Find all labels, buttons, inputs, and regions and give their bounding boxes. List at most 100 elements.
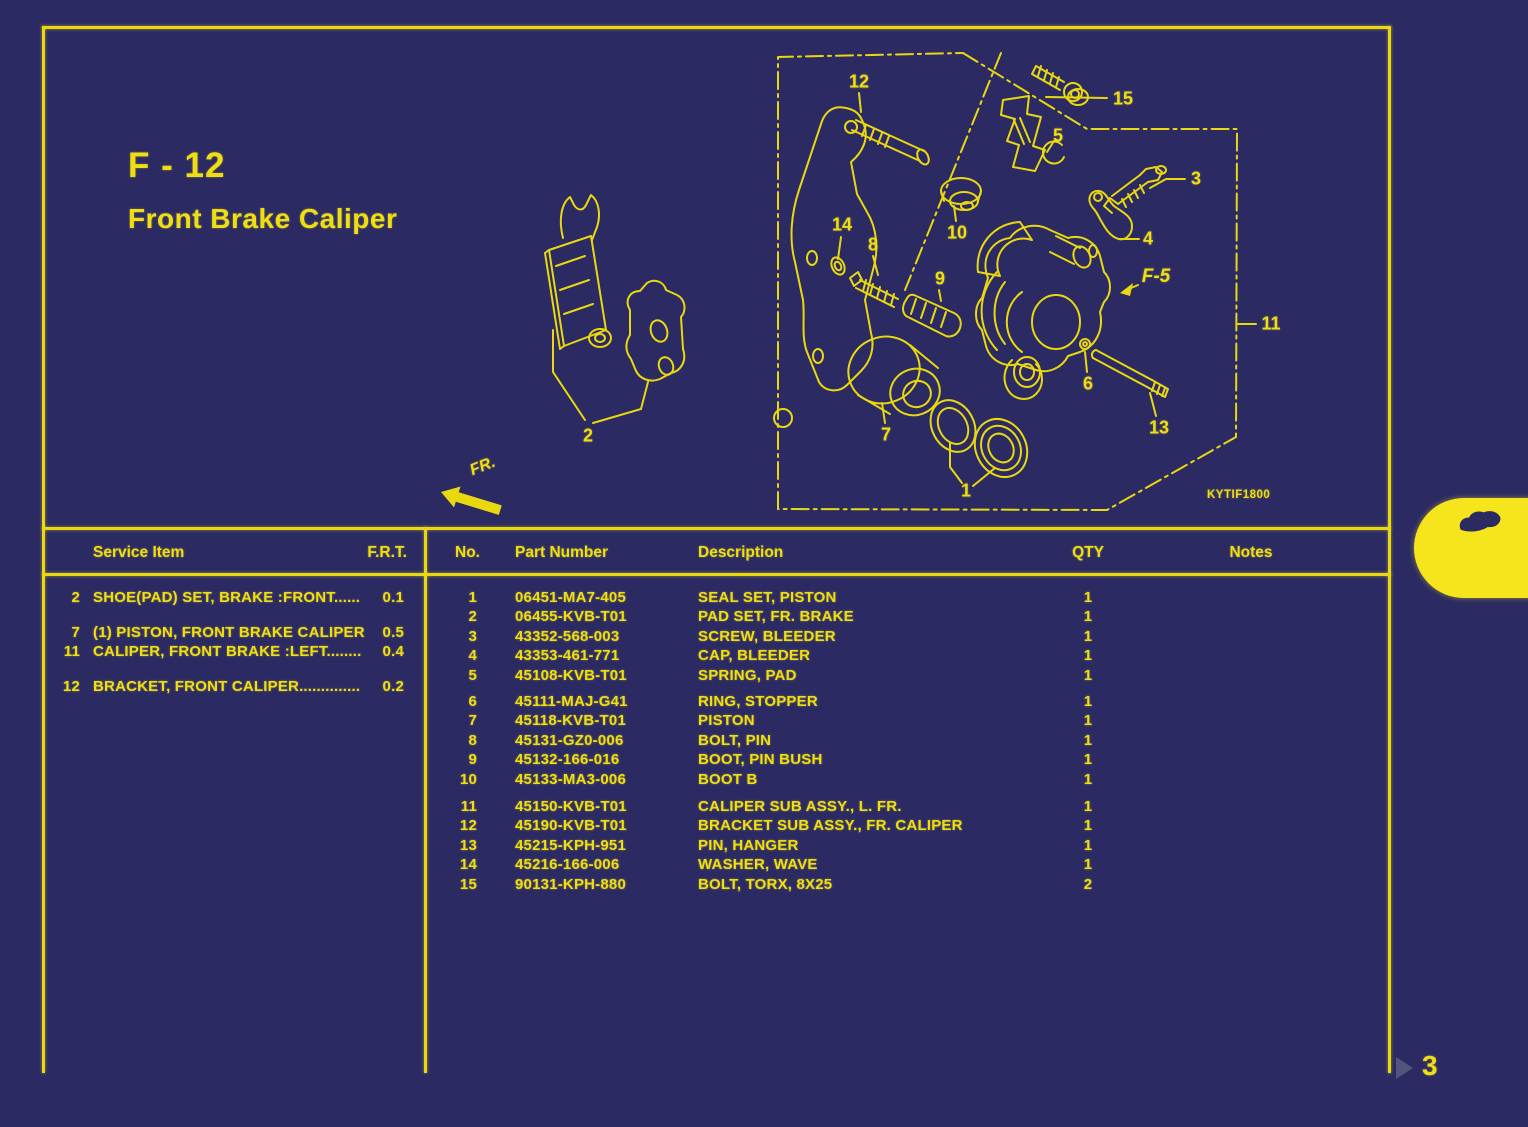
part-description: WASHER, WAVE xyxy=(698,856,818,873)
callout-10: 10 xyxy=(946,222,968,243)
page-title: Front Brake Caliper xyxy=(128,203,398,234)
part-number: 45131-GZ0-006 xyxy=(515,732,624,749)
part-description: PAD SET, FR. BRAKE xyxy=(698,608,854,625)
part-number: 06455-KVB-T01 xyxy=(515,608,627,625)
part-number: 90131-KPH-880 xyxy=(515,876,626,893)
part-number: 43352-568-003 xyxy=(515,628,620,645)
nav-pill-button[interactable] xyxy=(1414,498,1528,598)
part-no: 3 xyxy=(468,628,477,645)
callout-3: 3 xyxy=(1190,168,1202,189)
part-description: PISTON xyxy=(698,712,755,729)
parts-row: 2 06455-KVB-T01 PAD SET, FR. BRAKE 1 xyxy=(431,608,1387,627)
table-header-rule xyxy=(42,573,1391,576)
service-name: SHOE(PAD) SET, BRAKE :FRONT...... xyxy=(93,589,361,606)
callout-14: 14 xyxy=(831,214,853,235)
description-header: Description xyxy=(698,544,784,561)
service-table-header: Service Item F.R.T. xyxy=(42,544,428,563)
part-description: CALIPER SUB ASSY., L. FR. xyxy=(698,798,902,815)
f5-arrowhead xyxy=(1120,283,1133,296)
callout-7: 7 xyxy=(880,424,892,445)
part-no: 9 xyxy=(468,751,477,768)
part-no: 13 xyxy=(459,837,477,854)
no-header: No. xyxy=(455,544,480,561)
part-number: 45132-166-016 xyxy=(515,751,620,768)
part-no: 10 xyxy=(459,771,477,788)
part-qty: 1 xyxy=(1083,628,1093,645)
part-no: 12 xyxy=(459,817,477,834)
table-top-rule xyxy=(42,527,1391,530)
service-row: 12 BRACKET, FRONT CALIPER.............. … xyxy=(42,678,428,697)
table-divider xyxy=(424,527,427,1073)
part-number: 45215-KPH-951 xyxy=(515,837,626,854)
part-no: 14 xyxy=(459,856,477,873)
service-no: 2 xyxy=(71,589,80,606)
part-description: RING, STOPPER xyxy=(698,693,818,710)
part-description: BRACKET SUB ASSY., FR. CALIPER xyxy=(698,817,963,834)
frt-header: F.R.T. xyxy=(367,544,407,561)
part-description: BOOT B xyxy=(698,771,758,788)
callout-13: 13 xyxy=(1148,417,1170,438)
service-row: 7 (1) PISTON, FRONT BRAKE CALIPER 0.5 xyxy=(42,624,428,643)
part-qty: 1 xyxy=(1083,732,1093,749)
service-frt: 0.4 xyxy=(382,643,404,660)
notes-header: Notes xyxy=(1229,544,1273,561)
service-name: CALIPER, FRONT BRAKE :LEFT........ xyxy=(93,643,362,660)
part-description: BOLT, PIN xyxy=(698,732,772,749)
part-number: 45133-MA3-006 xyxy=(515,771,626,788)
part-description: SEAL SET, PISTON xyxy=(698,589,837,606)
part-no: 7 xyxy=(468,712,477,729)
page-border-top xyxy=(42,26,1391,29)
part-no: 6 xyxy=(468,693,477,710)
service-no: 7 xyxy=(71,624,80,641)
part-qty: 1 xyxy=(1083,608,1093,625)
service-frt: 0.2 xyxy=(382,678,404,695)
part-number: 45118-KVB-T01 xyxy=(515,712,626,729)
part-number: 45150-KVB-T01 xyxy=(515,798,627,815)
part-no: 1 xyxy=(468,589,477,606)
part-number: 45190-KVB-T01 xyxy=(515,817,627,834)
service-frt: 0.5 xyxy=(382,624,404,641)
callout-6: 6 xyxy=(1082,373,1094,394)
callout-5: 5 xyxy=(1052,125,1064,146)
part-qty: 1 xyxy=(1083,751,1093,768)
parts-row: 8 45131-GZ0-006 BOLT, PIN 1 xyxy=(431,732,1387,751)
service-frt: 0.1 xyxy=(382,589,404,606)
cursor-icon xyxy=(1459,511,1501,532)
ghost-triangle-icon xyxy=(1396,1057,1413,1079)
part-description: BOOT, PIN BUSH xyxy=(698,751,823,768)
part-no: 4 xyxy=(468,647,477,664)
part-qty: 1 xyxy=(1083,856,1093,873)
page-border-right xyxy=(1388,26,1391,1073)
callout-12: 12 xyxy=(848,71,870,92)
part-no: 5 xyxy=(468,667,477,684)
parts-row: 5 45108-KVB-T01 SPRING, PAD 1 xyxy=(431,667,1387,686)
part-qty: 1 xyxy=(1083,667,1093,684)
part-description: PIN, HANGER xyxy=(698,837,799,854)
part-qty: 1 xyxy=(1083,837,1093,854)
part-description: SCREW, BLEEDER xyxy=(698,628,836,645)
qty-header: QTY xyxy=(1072,544,1104,561)
front-direction-label: FR. xyxy=(467,453,498,480)
parts-row: 12 45190-KVB-T01 BRACKET SUB ASSY., FR. CA… xyxy=(431,817,1387,836)
service-no: 12 xyxy=(62,678,80,695)
part-qty: 1 xyxy=(1083,647,1093,664)
callout-11: 11 xyxy=(1261,313,1281,334)
part-no: 2 xyxy=(468,608,477,625)
part-number-header: Part Number xyxy=(515,544,609,561)
callout-8: 8 xyxy=(867,234,879,255)
service-item-header: Service Item xyxy=(93,544,185,561)
fr-direction-arrow xyxy=(441,486,502,515)
part-no: 8 xyxy=(468,732,477,749)
part-qty: 1 xyxy=(1083,798,1093,815)
callout-9: 9 xyxy=(934,268,946,289)
part-number: 43353-461-771 xyxy=(515,647,620,664)
part-qty: 1 xyxy=(1083,693,1093,710)
part-description: SPRING, PAD xyxy=(698,667,797,684)
part-number: 45108-KVB-T01 xyxy=(515,667,627,684)
